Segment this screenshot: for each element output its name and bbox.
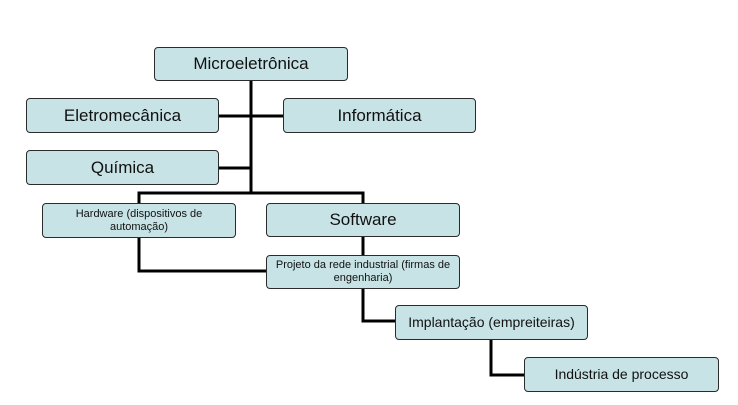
node-hardware: Hardware (dispositivos de automação) [42, 203, 236, 238]
node-quimica: Química [26, 150, 219, 185]
node-software: Software [266, 203, 460, 237]
connector-projeto-implantacao [361, 286, 398, 323]
connector-implantacao-industria [489, 338, 526, 377]
node-industria: Indústria de processo [524, 357, 719, 392]
connector-hardware-projeto [137, 235, 271, 273]
node-informatica: Informática [283, 98, 476, 133]
node-projeto: Projeto da rede industrial (firmas de en… [266, 255, 460, 289]
node-eletromecanica: Eletromecânica [26, 98, 219, 133]
node-implantacao: Implantação (empreiteiras) [395, 305, 588, 340]
node-microeletronica: Microeletrônica [154, 47, 348, 81]
